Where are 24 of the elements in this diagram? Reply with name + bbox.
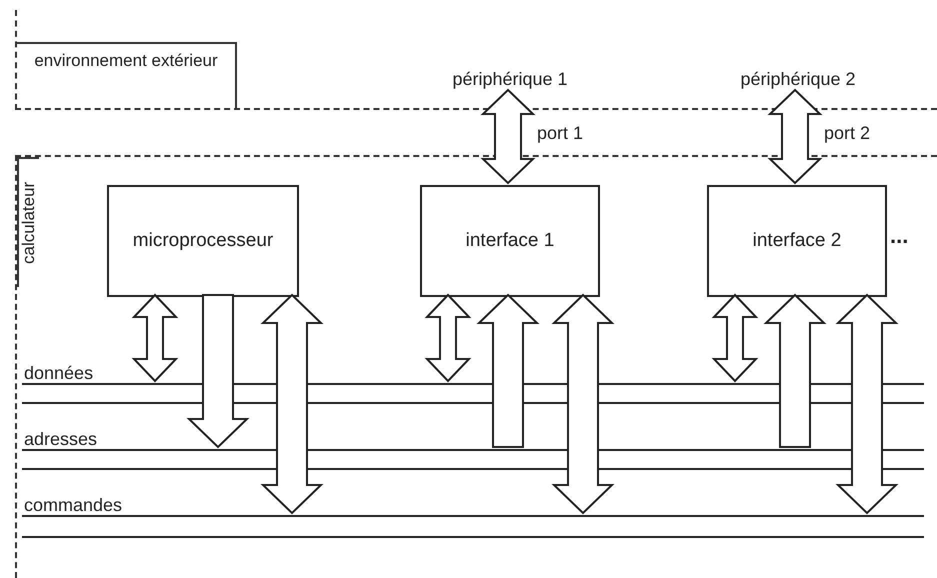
ellipsis-note: ... xyxy=(890,225,908,247)
double-arrow xyxy=(768,88,822,184)
dashed-zone xyxy=(15,10,937,110)
double-arrow xyxy=(260,294,324,514)
double-arrow xyxy=(480,88,536,184)
bus-lines: commandes xyxy=(22,496,924,538)
double-arrow xyxy=(552,294,614,514)
edge-label: port 2 xyxy=(824,122,870,144)
component-box: interface 2 xyxy=(707,185,887,297)
dashed-zone xyxy=(15,155,937,578)
double-arrow xyxy=(712,294,758,382)
edge-label: port 1 xyxy=(537,122,584,144)
arrow xyxy=(476,294,540,448)
zone-title: calculateur xyxy=(17,157,39,287)
arrow xyxy=(764,294,826,448)
component-box: interface 1 xyxy=(420,185,600,297)
double-arrow xyxy=(836,294,898,514)
arrow xyxy=(186,294,250,448)
device-label: périphérique 1 xyxy=(442,66,578,92)
double-arrow xyxy=(424,294,472,382)
component-box: microprocesseur xyxy=(107,185,299,297)
zone-title: environnement extérieur xyxy=(17,42,237,110)
double-arrow xyxy=(132,294,178,382)
device-label: périphérique 2 xyxy=(730,66,866,92)
